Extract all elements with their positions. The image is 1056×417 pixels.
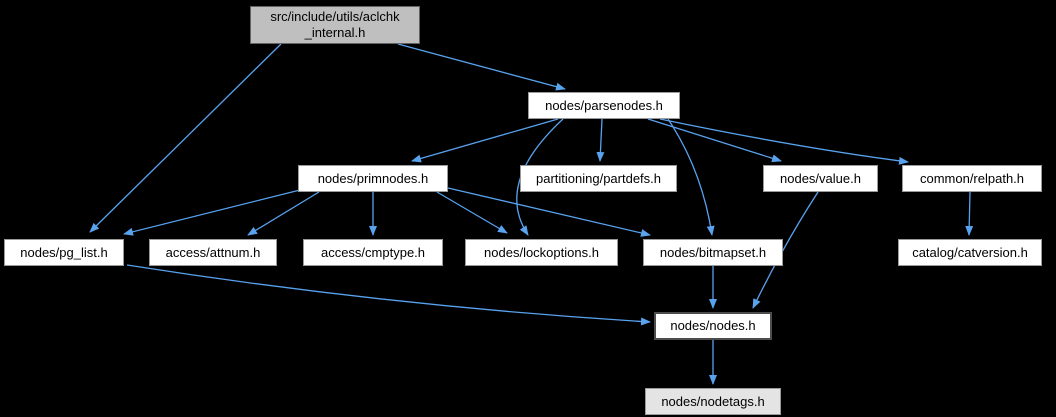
graph-node-primnodes-h[interactable]: nodes/primnodes.h [298, 165, 448, 192]
graph-node-label: nodes/bitmapset.h [659, 244, 767, 260]
include-edge-aclchk-internal-h-to-pg-list-h [89, 43, 282, 233]
graph-node-label: partitioning/partdefs.h [535, 170, 662, 186]
include-edge-primnodes-h-to-bitmapset-h [447, 187, 651, 237]
include-edge-parsenodes-h-to-primnodes-h [411, 118, 559, 163]
graph-node-label: nodes/primnodes.h [317, 170, 429, 186]
include-edge-primnodes-h-to-attnum-h [247, 191, 320, 236]
graph-node-bitmapset-h[interactable]: nodes/bitmapset.h [643, 239, 783, 266]
graph-node-label: nodes/nodes.h [670, 318, 756, 333]
graph-node-label: catalog/catversion.h [912, 244, 1028, 260]
include-edge-primnodes-h-to-pg-list-h [123, 189, 301, 236]
include-edge-parsenodes-h-to-lockoptions-h [516, 118, 564, 236]
graph-node-nodetags-h[interactable]: nodes/nodetags.h [645, 388, 781, 415]
graph-node-partdefs-h[interactable]: partitioning/partdefs.h [520, 165, 677, 192]
graph-node-value-h[interactable]: nodes/value.h [763, 165, 878, 192]
graph-node-pg-list-h[interactable]: nodes/pg_list.h [4, 239, 124, 266]
graph-node-lockoptions-h[interactable]: nodes/lockoptions.h [465, 239, 618, 266]
graph-node-label: access/attnum.h [165, 244, 261, 260]
graph-node-label: common/relpath.h [919, 170, 1025, 186]
graph-node-label: _internal.h [304, 25, 366, 40]
graph-node-label: nodes/value.h [780, 170, 861, 186]
graph-node-label: src/include/utils/aclchk [270, 9, 400, 24]
graph-node-cmptype-h[interactable]: access/cmptype.h [303, 239, 443, 266]
graph-node-label: nodes/nodetags.h [661, 393, 765, 409]
graph-node-aclchk-internal-h: src/include/utils/aclchk_internal.h [250, 6, 420, 44]
graph-node-label: nodes/pg_list.h [20, 244, 108, 260]
graph-node-attnum-h[interactable]: access/attnum.h [149, 239, 277, 266]
include-edge-parsenodes-h-to-relpath-h [659, 118, 909, 165]
graph-node-parsenodes-h[interactable]: nodes/parsenodes.h [528, 92, 680, 119]
include-edge-parsenodes-h-to-value-h [647, 118, 782, 163]
include-edge-value-h-to-nodes-h [752, 191, 819, 309]
include-edge-pg-list-h-to-nodes-h [126, 264, 651, 326]
graph-node-catversion-h[interactable]: catalog/catversion.h [898, 239, 1042, 266]
include-edge-relpath-h-to-catversion-h [965, 191, 974, 236]
graph-node-nodes-h[interactable]: nodes/nodes.h [654, 312, 772, 340]
include-edge-parsenodes-h-to-bitmapset-h [667, 118, 715, 236]
include-edge-primnodes-h-to-lockoptions-h [436, 191, 508, 234]
include-edge-aclchk-internal-h-to-parsenodes-h [397, 43, 566, 91]
graph-node-label: nodes/lockoptions.h [484, 244, 599, 260]
graph-node-label: nodes/parsenodes.h [545, 97, 663, 113]
graph-node-label: access/cmptype.h [320, 244, 426, 260]
include-edge-parsenodes-h-to-partdefs-h [596, 118, 605, 162]
graph-node-relpath-h[interactable]: common/relpath.h [902, 165, 1042, 192]
